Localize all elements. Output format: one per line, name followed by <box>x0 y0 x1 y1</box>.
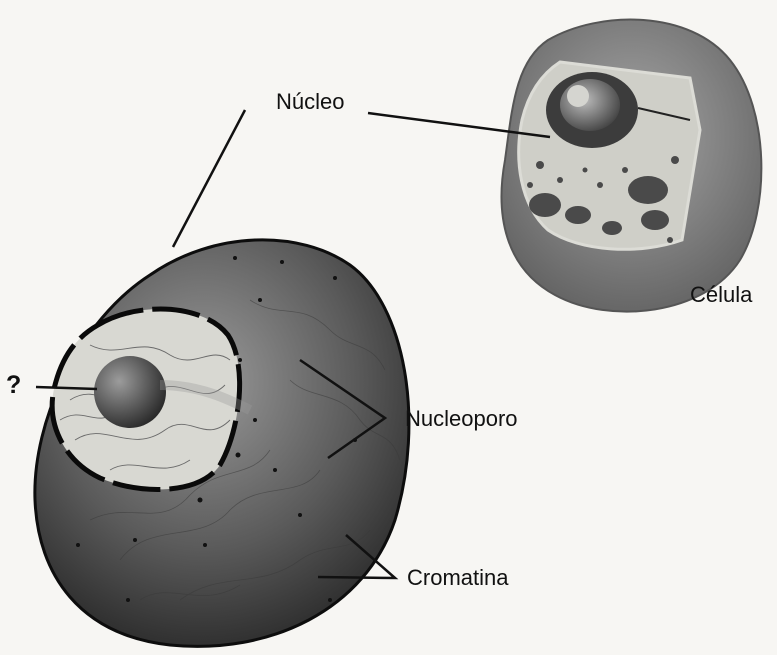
nucleolus <box>94 356 166 428</box>
nucleus-leader <box>173 110 245 247</box>
cell-label: Célula <box>690 282 752 308</box>
cell-illustration <box>502 20 762 312</box>
nucleus-illustration <box>35 240 409 646</box>
nucleus-label: Núcleo <box>276 89 344 115</box>
chromatin-label: Cromatina <box>407 565 508 591</box>
unknown-structure-label: ? <box>6 371 21 400</box>
nuclear-pore-label: Nucleoporo <box>405 406 518 432</box>
